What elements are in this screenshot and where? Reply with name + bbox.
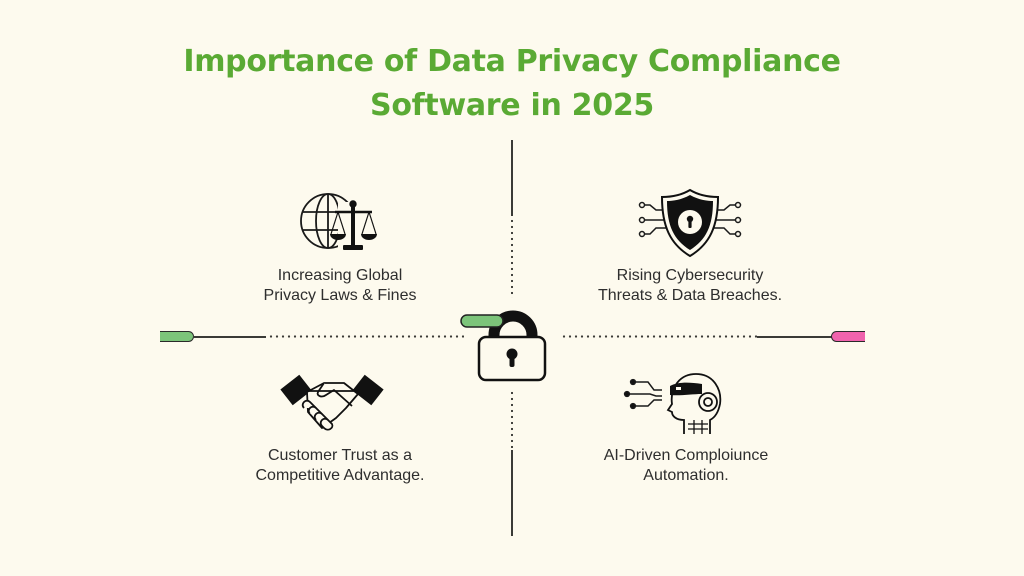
- horizontal-axis-right-dotted: [561, 335, 757, 338]
- quadrant-label-line-2: Competitive Advantage.: [255, 467, 425, 484]
- vertical-axis-bottom-solid: [511, 450, 513, 536]
- horizontal-axis-right-solid: [757, 336, 832, 338]
- quadrant-label-line-1: Rising Cybersecurity: [616, 267, 764, 284]
- page-title: Importance of Data Privacy Compliance So…: [0, 40, 1024, 128]
- shield-keyhole-circuit-icon: [638, 188, 742, 258]
- globe-scales-icon: [300, 190, 382, 256]
- vertical-axis-top-dotted: [511, 218, 513, 298]
- vertical-axis-top-solid: [511, 140, 513, 216]
- horizontal-axis-left-dotted: [268, 335, 464, 338]
- quadrant-top-left: Increasing Global Privacy Laws & Fines: [210, 190, 470, 310]
- right-axis-end-pill: [831, 331, 865, 342]
- vertical-axis-bottom-dotted: [511, 390, 513, 448]
- quadrant-top-right: Rising Cybersecurity Threats & Data Brea…: [560, 188, 820, 310]
- quadrant-label-line-1: Customer Trust as a: [267, 447, 413, 464]
- padlock-icon: [458, 305, 550, 383]
- quadrant-label: Increasing Global Privacy Laws & Fines: [210, 266, 470, 306]
- horizontal-axis-left-solid: [193, 336, 266, 338]
- quadrant-label-line-2: Threats & Data Breaches.: [597, 287, 783, 304]
- quadrant-label: Customer Trust as a Competitive Advantag…: [210, 446, 470, 486]
- quadrant-label: Rising Cybersecurity Threats & Data Brea…: [560, 266, 820, 306]
- quadrant-label-line-1: Increasing Global: [277, 267, 403, 284]
- quadrant-label-line-2: Automation.: [643, 467, 729, 484]
- quadrant-label-line-1: AI-Driven Comploiunce: [603, 447, 769, 464]
- left-axis-end-pill: [160, 331, 194, 342]
- quadrant-bottom-left: Customer Trust as a Competitive Advantag…: [210, 368, 470, 490]
- ai-robot-head-icon: [622, 368, 732, 438]
- handshake-icon: [280, 368, 384, 434]
- title-line-2: Software in 2025: [370, 88, 654, 123]
- quadrant-bottom-right: AI-Driven Comploiunce Automation.: [556, 368, 816, 490]
- quadrant-label-line-2: Privacy Laws & Fines: [263, 287, 417, 304]
- title-line-1: Importance of Data Privacy Compliance: [183, 44, 841, 79]
- quadrant-label: AI-Driven Comploiunce Automation.: [556, 446, 816, 486]
